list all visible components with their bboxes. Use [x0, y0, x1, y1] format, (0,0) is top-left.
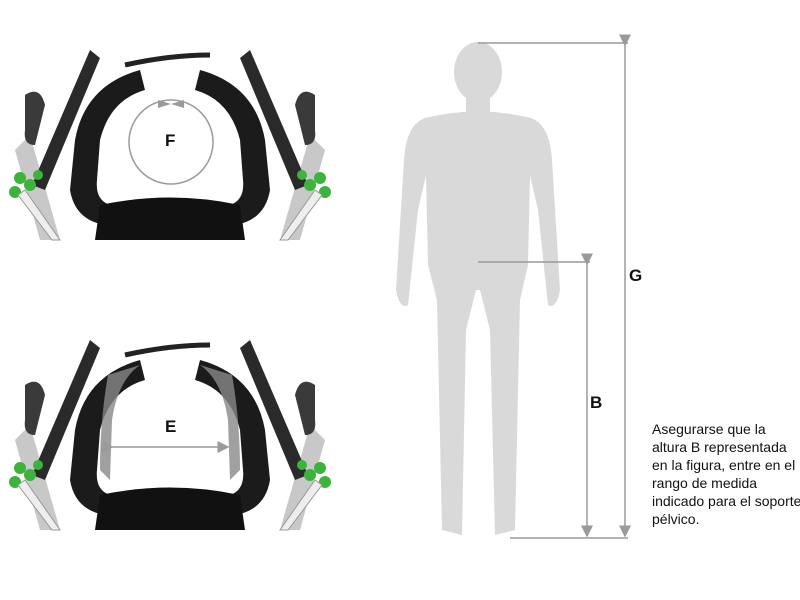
- circumference-f-circle: [128, 99, 214, 185]
- label-b: B: [590, 393, 603, 412]
- label-g: G: [629, 266, 643, 285]
- dimension-lines: [478, 34, 631, 539]
- circumference-arrows-icon: [158, 100, 184, 108]
- instruction-note: Asegurarse que la altura B representada …: [652, 421, 800, 527]
- human-silhouette: [396, 42, 560, 535]
- label-f: F: [165, 131, 176, 150]
- label-e: E: [165, 417, 177, 436]
